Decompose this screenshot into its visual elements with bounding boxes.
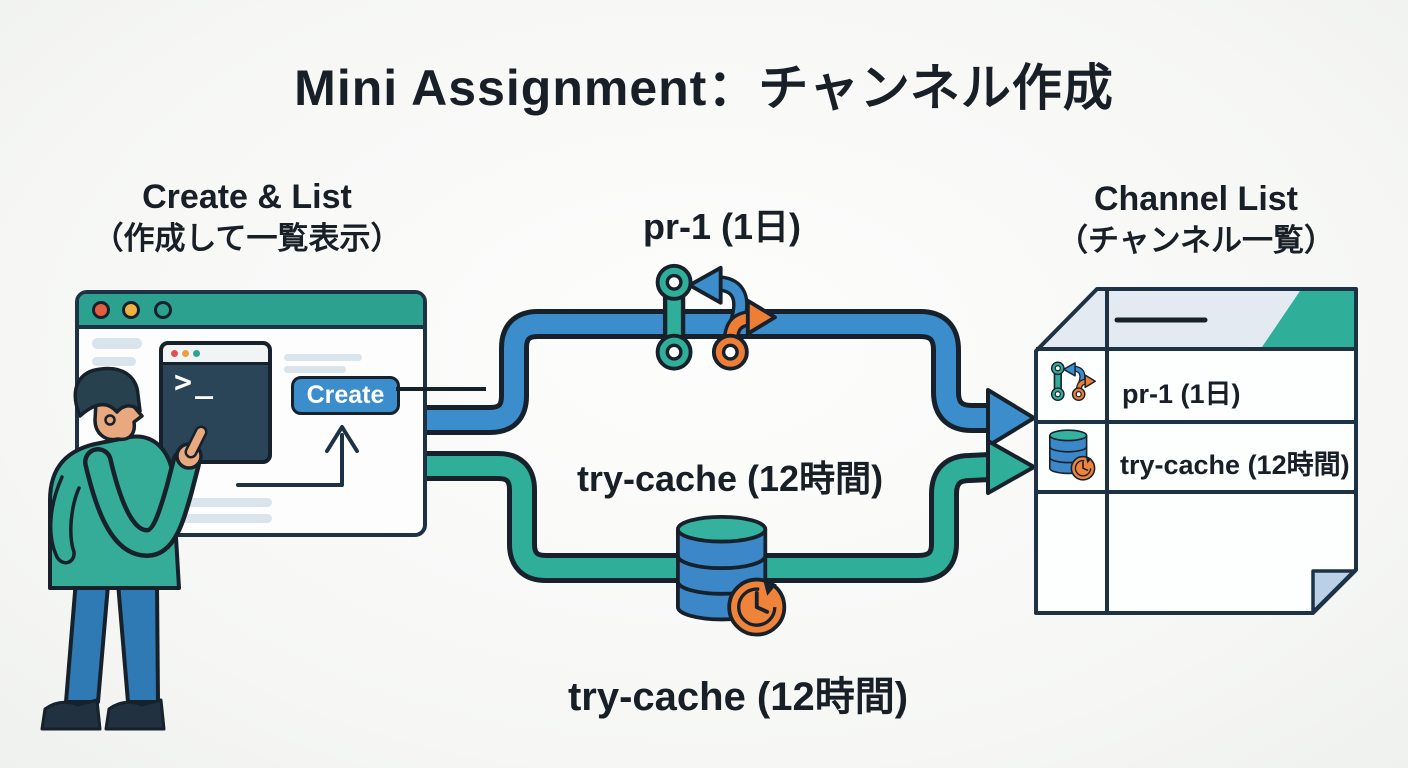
window-dot-red [92,301,110,319]
text-placeholder-line [284,354,362,361]
table-row-label: pr-1 (1日) [1122,379,1241,409]
terminal-dot-red [171,350,178,357]
terminal-dot-teal [193,350,200,357]
terminal-prompt: >_ [174,365,217,400]
text-placeholder-line [92,338,142,349]
terminal-window-icon: >_ [159,341,272,464]
teal-arrowhead [986,439,1036,495]
flow-label-try-cache-bottom: try-cache (12時間) [567,675,909,719]
browser-window: >_ Create [75,290,427,537]
right-heading-ja: （チャンネル一覧） [1056,223,1336,258]
browser-titlebar [79,294,423,329]
text-placeholder-line [142,514,272,523]
terminal-titlebar [163,345,268,365]
page-title: Mini Assignment：チャンネル作成 [294,60,1114,116]
flow-label-try-cache-mid: try-cache (12時間) [576,458,884,499]
up-arrow [236,425,359,487]
create-button-label: Create [306,381,385,409]
left-heading-en: Create & List [142,178,352,216]
left-heading-ja: （作成して一覧表示） [92,221,402,256]
table-header-teal-corner [1262,291,1354,347]
window-dot-yellow [122,301,140,319]
right-heading-en: Channel List [1093,180,1299,218]
text-placeholder-line [92,357,136,366]
blue-arrowhead [986,388,1036,448]
table-row-label: try-cache (12時間) [1120,450,1350,480]
text-placeholder-line [284,366,346,373]
page-fold-corner [1311,569,1356,614]
terminal-dot-orange [182,350,189,357]
window-dot-outline [154,301,172,319]
channel-list-table [1034,287,1358,615]
create-button[interactable]: Create [291,376,400,415]
flow-label-pr1: pr-1 (1日) [642,206,802,247]
text-placeholder-line [154,498,272,507]
